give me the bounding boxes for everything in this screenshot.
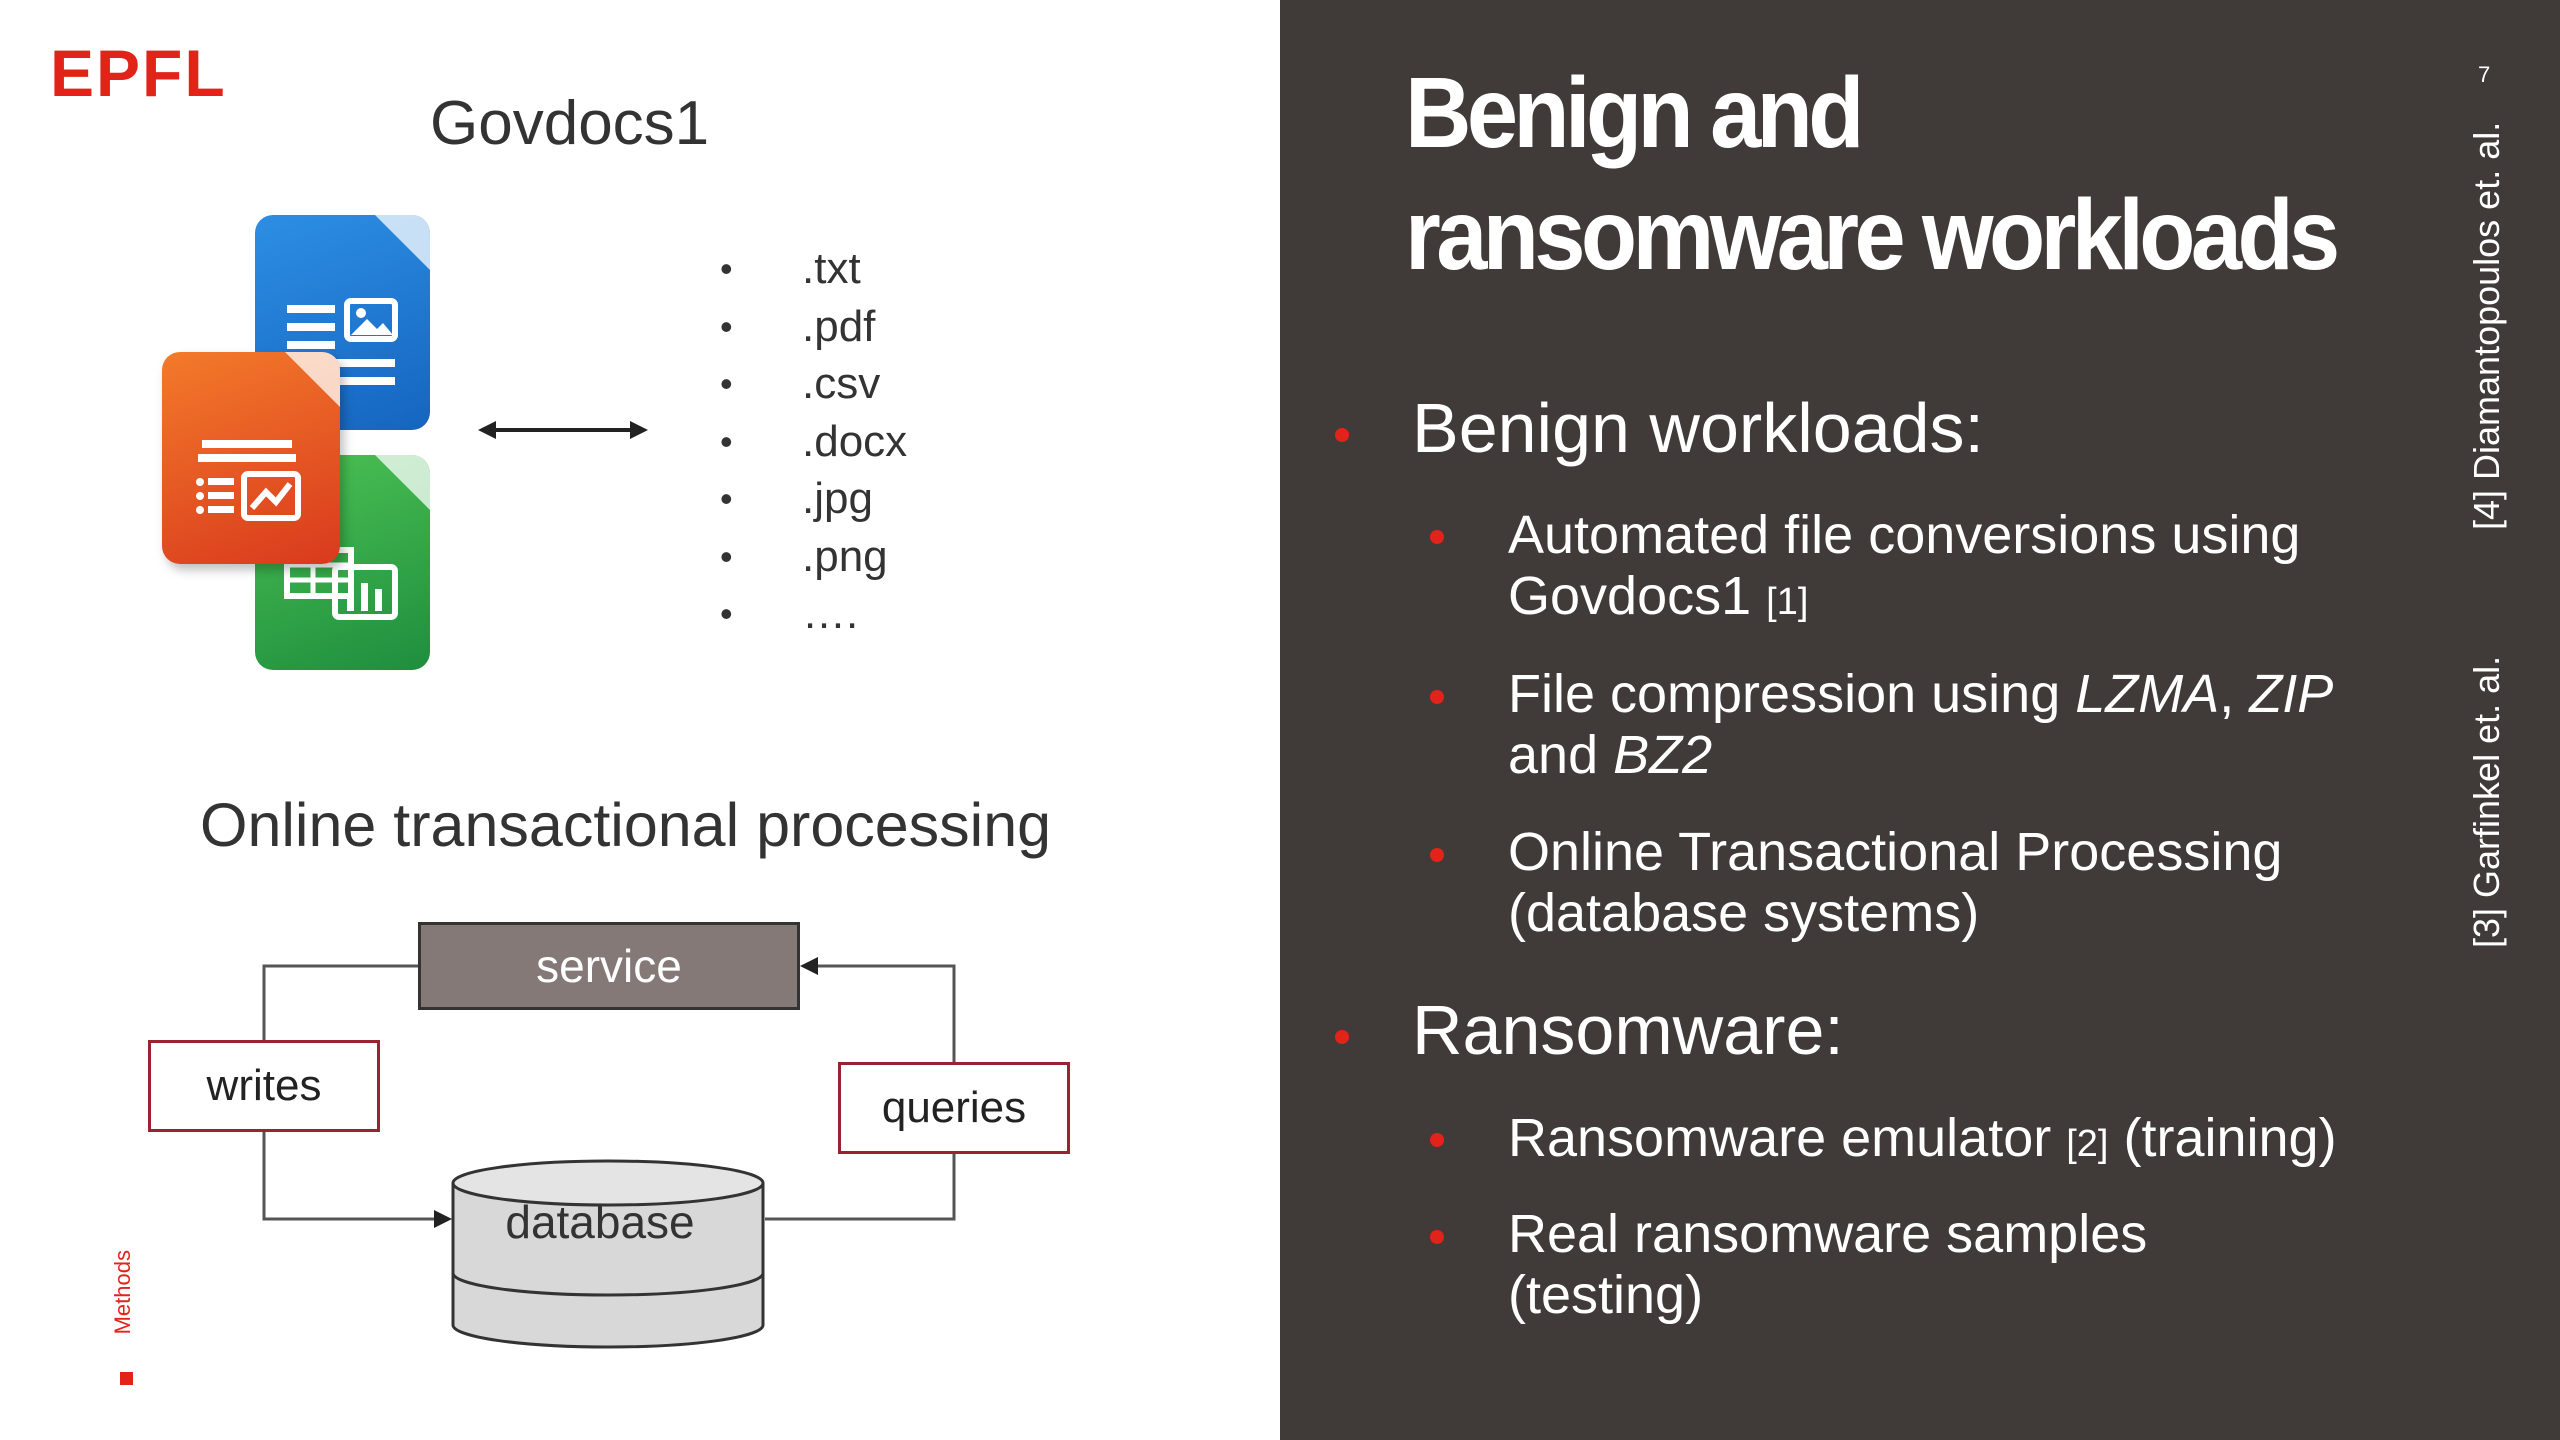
reference-3-vertical: [3] Garfinkel et. al. bbox=[2466, 655, 2507, 948]
epfl-logo: EPFL bbox=[50, 36, 227, 110]
double-arrow-icon bbox=[478, 421, 648, 439]
oltp-diagram: service writes queries database bbox=[140, 905, 1080, 1365]
ransomware-item-emulator: Ransomware emulator [2] (training) bbox=[1508, 1108, 2337, 1168]
extension-item: .docx bbox=[710, 413, 907, 471]
impress-presentation-icon bbox=[162, 352, 340, 564]
govdocs-title: Govdocs1 bbox=[430, 89, 710, 158]
ransomware-item-real: Real ransomware samples (testing) bbox=[1508, 1204, 2147, 1326]
calc-glyph-icon bbox=[284, 547, 398, 620]
compression-line2: and BZ2 bbox=[1508, 725, 1713, 785]
bullet-dot bbox=[1430, 690, 1444, 704]
page-fold-icon bbox=[285, 352, 340, 407]
bullet-dot bbox=[1430, 1133, 1444, 1147]
arrow-head-icon bbox=[434, 1210, 452, 1228]
impress-glyph-icon bbox=[196, 440, 301, 521]
conversions-line1: Automated file conversions using bbox=[1508, 505, 2301, 565]
service-box: service bbox=[418, 922, 800, 1010]
page-fold-icon bbox=[375, 215, 430, 270]
extension-item: .pdf bbox=[710, 298, 907, 356]
oltp-line1: Online Transactional Processing bbox=[1508, 822, 2283, 882]
reference-1: [1] bbox=[1766, 581, 1809, 623]
oltp-title: Online transactional processing bbox=[200, 791, 1052, 859]
extension-item: .csv bbox=[710, 355, 907, 413]
conversions-line2: Govdocs1 [1] bbox=[1508, 566, 1809, 626]
database-cylinder-icon bbox=[451, 1159, 765, 1349]
real-samples-line2: (testing) bbox=[1508, 1265, 1704, 1325]
reference-4-vertical: [4] Diamantopoulos et. al. bbox=[2466, 121, 2507, 530]
queries-label: queries bbox=[838, 1062, 1070, 1154]
slide-title: Benign and ransomware workloads bbox=[1405, 52, 2417, 296]
extension-item: .jpg bbox=[710, 470, 907, 528]
database-label: database bbox=[505, 1196, 695, 1248]
writes-label: writes bbox=[148, 1040, 380, 1132]
page-number: 7 bbox=[2478, 62, 2491, 87]
benign-item-conversions: Automated file conversions using Govdocs… bbox=[1508, 505, 2300, 633]
slide-title-line2: ransomware workloads bbox=[1405, 179, 2340, 291]
bullet-dot bbox=[1335, 428, 1349, 442]
bullet-dot bbox=[1430, 848, 1444, 862]
real-samples-line1: Real ransomware samples bbox=[1508, 1204, 2148, 1264]
ransomware-heading: Ransomware: bbox=[1412, 991, 1844, 1069]
section-marker bbox=[120, 1372, 133, 1385]
section-label: Methods bbox=[110, 1250, 135, 1335]
extension-item: .png bbox=[710, 528, 907, 586]
extension-item: .txt bbox=[710, 240, 907, 298]
bullet-dot bbox=[1430, 1230, 1444, 1244]
diagram-connectors bbox=[262, 957, 956, 1349]
right-panel: Benign and ransomware workloads Benign w… bbox=[1280, 0, 2560, 1440]
file-extension-list: .txt .pdf .csv .docx .jpg .png …. bbox=[710, 240, 907, 643]
benign-item-oltp: Online Transactional Processing (databas… bbox=[1508, 822, 2282, 944]
bullet-dot bbox=[1430, 530, 1444, 544]
benign-heading: Benign workloads: bbox=[1412, 389, 1984, 467]
page-fold-icon bbox=[375, 455, 430, 510]
bullet-dot bbox=[1335, 1030, 1349, 1044]
benign-item-compression: File compression using LZMA, ZIP and BZ2 bbox=[1508, 664, 2333, 786]
compression-line1: File compression using LZMA, ZIP bbox=[1508, 664, 2334, 724]
extension-item: …. bbox=[710, 585, 907, 643]
reference-2: [2] bbox=[2066, 1123, 2109, 1165]
left-panel: EPFL Govdocs1 bbox=[0, 0, 1280, 1440]
slide-title-line1: Benign and bbox=[1405, 57, 1864, 169]
oltp-line2: (database systems) bbox=[1508, 883, 1980, 943]
writer-glyph-icon bbox=[287, 298, 398, 385]
arrow-head-icon bbox=[800, 957, 818, 975]
